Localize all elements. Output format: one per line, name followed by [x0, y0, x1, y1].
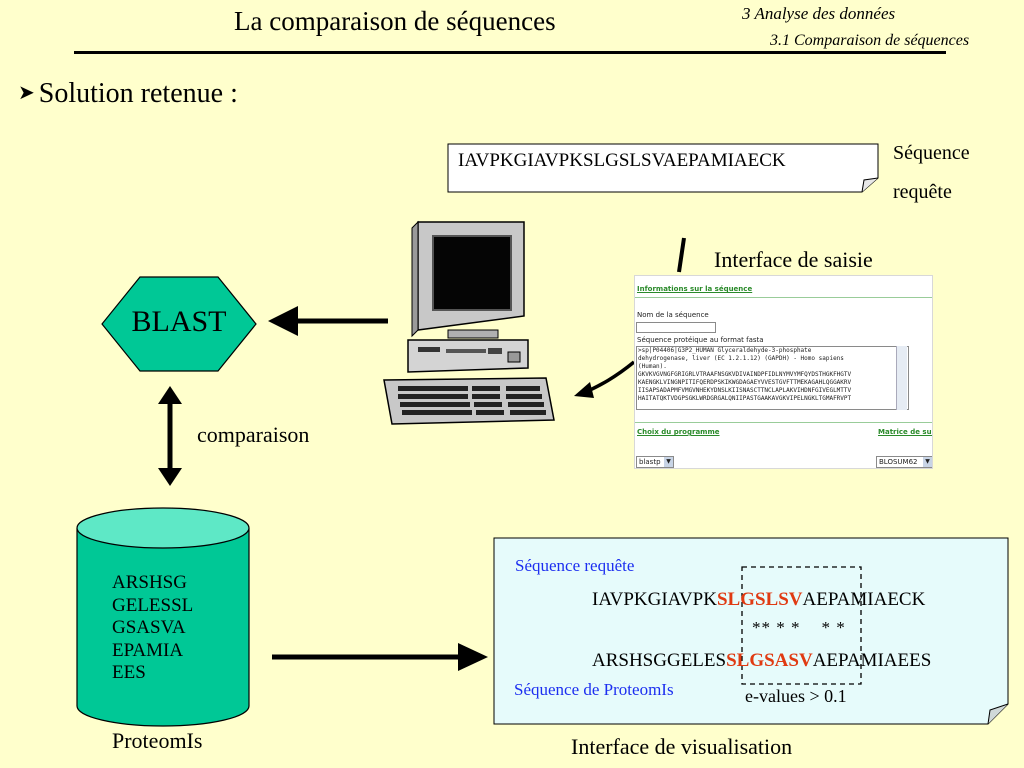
vis-db-sequence: ARSHSGGELESSLGSASVAEPAMIAEES — [592, 650, 931, 672]
db-seq-match: SLGSASV — [726, 650, 813, 671]
query-label-line1: Séquence — [893, 142, 970, 164]
bullet-point: ➤Solution retenue : — [18, 78, 238, 110]
chevron-down-icon: ▼ — [664, 457, 673, 467]
query-seq-prefix: IAVPKGIAVPK — [592, 589, 717, 610]
slide-title: La comparaison de séquences — [234, 6, 556, 36]
database-label: ProteomIs — [112, 728, 203, 753]
db-line: GELESSL — [112, 594, 194, 616]
match-stars: ** * * * * — [752, 618, 846, 637]
visualization-panel — [493, 537, 1009, 725]
bullet-text: Solution retenue : — [38, 78, 238, 109]
query-sequence-text: IAVPKGIAVPKSLGSLSVAEPAMIAECK — [458, 150, 786, 171]
vis-db-label: Séquence de ProteomIs — [514, 680, 674, 699]
subsection-heading: 3.1 Comparaison de séquences — [770, 32, 970, 49]
blast-hexagon — [101, 276, 257, 372]
textarea-scrollbar[interactable] — [896, 346, 907, 410]
form-divider-2 — [635, 422, 932, 423]
form-program-header: Choix du programme — [637, 428, 720, 436]
blast-label: BLAST — [131, 305, 227, 338]
query-box-shape — [447, 143, 879, 193]
query-seq-match: SLGSLSV — [716, 589, 803, 610]
db-line: ARSHSG — [112, 572, 187, 593]
input-form-screenshot: Informations sur la séquence Nom de la s… — [634, 275, 933, 469]
form-name-label: Nom de la séquence — [637, 311, 709, 319]
matrix-select[interactable]: BLOSUM62 ▼ — [876, 456, 932, 468]
bullet-arrow-icon: ➤ — [18, 80, 35, 104]
db-seq-prefix: ARSHSGGELES — [592, 650, 727, 671]
input-interface-label: Interface de saisie — [714, 247, 873, 272]
sequence-name-input[interactable] — [636, 322, 716, 333]
header-rule — [74, 51, 946, 54]
evalue-text: e-values > 0.1 — [745, 686, 847, 706]
db-line: EPAMIA — [112, 639, 184, 661]
visualization-interface-label: Interface de visualisation — [571, 734, 793, 759]
db-seq-suffix: AEPAMIAEES — [812, 650, 932, 671]
program-select-value: blastp — [639, 458, 661, 466]
query-label-line2: requête — [893, 181, 952, 203]
db-line: GSASVA — [112, 617, 186, 638]
computer-icon — [383, 220, 555, 425]
form-divider — [635, 297, 932, 298]
db-line: EES — [112, 662, 146, 683]
chevron-down-icon: ▼ — [923, 457, 932, 467]
form-matrix-header: Matrice de sub — [878, 428, 933, 436]
form-section-info: Informations sur la séquence — [637, 285, 753, 293]
vis-query-label: Séquence requête — [515, 556, 635, 575]
database-cylinder — [76, 507, 250, 727]
fasta-textarea[interactable]: >sp|P04406|G3P2_HUMAN Glyceraldehyde-3-p… — [636, 346, 909, 410]
program-select[interactable]: blastp▼ — [636, 456, 674, 468]
form-protein-label: Séquence protéique au format fasta — [637, 336, 764, 344]
comparison-label: comparaison — [197, 422, 310, 447]
database-sequence-lines: ARSHSG GELESSL GSASVA EPAMIA EES — [112, 572, 193, 685]
section-heading: 3 Analyse des données — [742, 4, 896, 23]
vis-query-sequence: IAVPKGIAVPKSLGSLSVAEPAMIAECK — [592, 589, 925, 611]
matrix-select-value: BLOSUM62 — [879, 458, 918, 466]
query-seq-suffix: AEPAMIAECK — [802, 589, 926, 610]
